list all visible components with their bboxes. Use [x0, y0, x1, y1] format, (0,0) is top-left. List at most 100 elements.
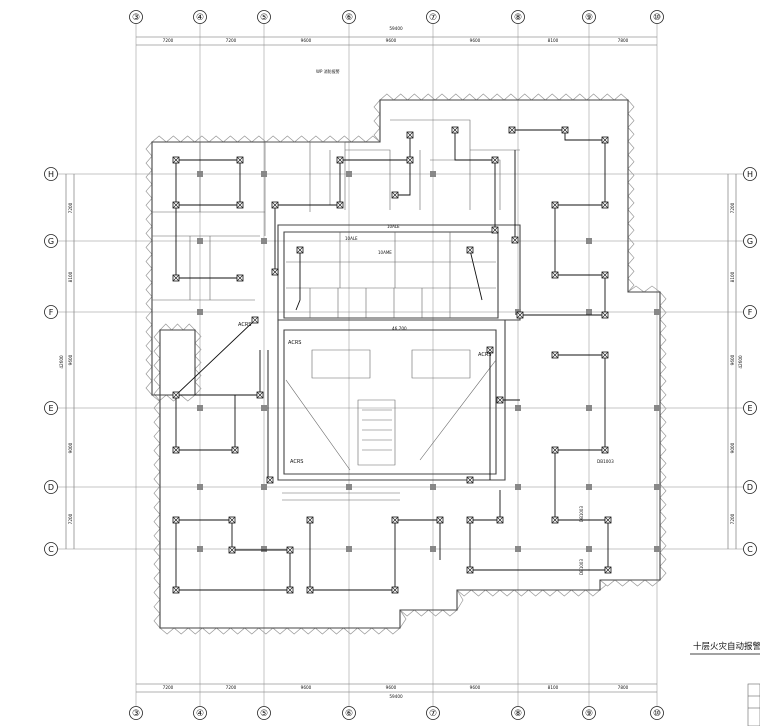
- smoke-detector-icon: [256, 391, 264, 399]
- smoke-detector-icon: [466, 246, 474, 254]
- smoke-detector-icon: [491, 226, 499, 234]
- axis-number-label: ③: [132, 13, 140, 23]
- detector-cross: [392, 192, 398, 198]
- axis-bubble: [426, 10, 440, 24]
- smoke-detector-icon: [251, 316, 259, 324]
- column: [586, 405, 592, 411]
- right-dimensions: 7200 8100 9600 9000 7200 42600: [730, 202, 743, 524]
- axis-letter-label: C: [48, 545, 54, 554]
- detector-cross: [252, 317, 258, 323]
- dim-top-3: 9600: [301, 38, 312, 43]
- detector-cross: [552, 202, 558, 208]
- axis-letter-label: C: [747, 545, 753, 554]
- dim-left-1: 7200: [68, 202, 73, 213]
- axis-bubble: [257, 706, 271, 720]
- detector-cross: [287, 587, 293, 593]
- detector-cross: [272, 269, 278, 275]
- detector-cross: [467, 517, 473, 523]
- smoke-detector-icon: [601, 446, 609, 454]
- column: [197, 171, 203, 177]
- column: [515, 405, 521, 411]
- axis-bubble: [44, 234, 58, 248]
- smoke-detector-icon: [172, 516, 180, 524]
- column: [586, 238, 592, 244]
- smoke-detector-icon: [436, 516, 444, 524]
- smoke-detector-icon: [551, 201, 559, 209]
- detector-cross: [602, 202, 608, 208]
- detector-cross: [173, 392, 179, 398]
- smoke-detector-icon: [391, 516, 399, 524]
- axis-bubble: [582, 706, 596, 720]
- detector-cross: [237, 275, 243, 281]
- column: [586, 309, 592, 315]
- smoke-detector-icon: [551, 351, 559, 359]
- axis-letter-label: F: [748, 308, 753, 317]
- smoke-detector-icon: [336, 201, 344, 209]
- axis-number-label: ⑥: [345, 13, 353, 23]
- smoke-detector-icon: [271, 268, 279, 276]
- axis-number-label: ④: [196, 709, 204, 719]
- dim-right-4: 9000: [730, 442, 735, 453]
- dim-right-5: 7200: [730, 513, 735, 524]
- axis-bubble: [743, 167, 757, 181]
- detector-cross: [297, 247, 303, 253]
- detector-cross: [257, 392, 263, 398]
- smoke-detector-icon: [496, 516, 504, 524]
- detector-cross: [487, 347, 493, 353]
- smoke-detector-icon: [231, 446, 239, 454]
- axis-number-label: ⑥: [345, 709, 353, 719]
- dim-top-total: 59400: [389, 26, 403, 31]
- column: [586, 546, 592, 552]
- dim-bottom-4: 9600: [386, 685, 397, 690]
- column: [197, 309, 203, 315]
- plan-labels: ACRS ACRS ACRS ACRS DB1003 DB1003 DB1003…: [238, 68, 614, 575]
- axis-number-label: ④: [196, 13, 204, 23]
- smoke-detector-icon: [601, 351, 609, 359]
- dim-top-2: 7200: [226, 38, 237, 43]
- detector-cross: [497, 517, 503, 523]
- smoke-detector-icon: [601, 271, 609, 279]
- detector-cross: [602, 137, 608, 143]
- smoke-detector-icon: [561, 126, 569, 134]
- axis-letter-label: F: [49, 308, 54, 317]
- axis-bubble: [582, 10, 596, 24]
- dim-bottom-1: 7200: [163, 685, 174, 690]
- smoke-detector-icon: [551, 271, 559, 279]
- axis-bubble: [511, 706, 525, 720]
- axis-number-label: ⑨: [585, 13, 593, 23]
- axis-bubble: [426, 706, 440, 720]
- smoke-detector-icon: [551, 446, 559, 454]
- detector-cross: [287, 547, 293, 553]
- axis-number-label: ⑨: [585, 709, 593, 719]
- detector-cross: [552, 352, 558, 358]
- dim-right-2: 8100: [730, 271, 735, 282]
- smoke-detector-icon: [286, 546, 294, 554]
- detector-cross: [337, 157, 343, 163]
- dim-right-3: 9600: [730, 354, 735, 365]
- detector-cross: [602, 352, 608, 358]
- detector-cross: [392, 587, 398, 593]
- elevator-label-c: 10AME: [378, 250, 392, 255]
- smoke-detector-icon: [486, 346, 494, 354]
- dim-top-5: 9600: [470, 38, 481, 43]
- bottom-dimensions: 7200 7200 9600 9600 9600 8100 7800 59400: [163, 685, 629, 699]
- detector-cross: [229, 547, 235, 553]
- axis-bubble: [193, 10, 207, 24]
- dim-left-total: 42600: [59, 355, 64, 369]
- axis-bubble: [44, 480, 58, 494]
- grid-lines: [44, 22, 756, 708]
- detector-cross: [307, 587, 313, 593]
- axis-number-label: ⑦: [429, 13, 437, 23]
- axis-bubble: [743, 480, 757, 494]
- column: [346, 546, 352, 552]
- axis-bubble: [650, 706, 664, 720]
- detector-cross: [173, 157, 179, 163]
- dim-top-7: 7800: [618, 38, 629, 43]
- detector-cross: [605, 517, 611, 523]
- smoke-detector-icon: [601, 136, 609, 144]
- axis-letter-label: E: [747, 404, 752, 413]
- detector-devices: [172, 126, 612, 594]
- smoke-detector-icon: [516, 311, 524, 319]
